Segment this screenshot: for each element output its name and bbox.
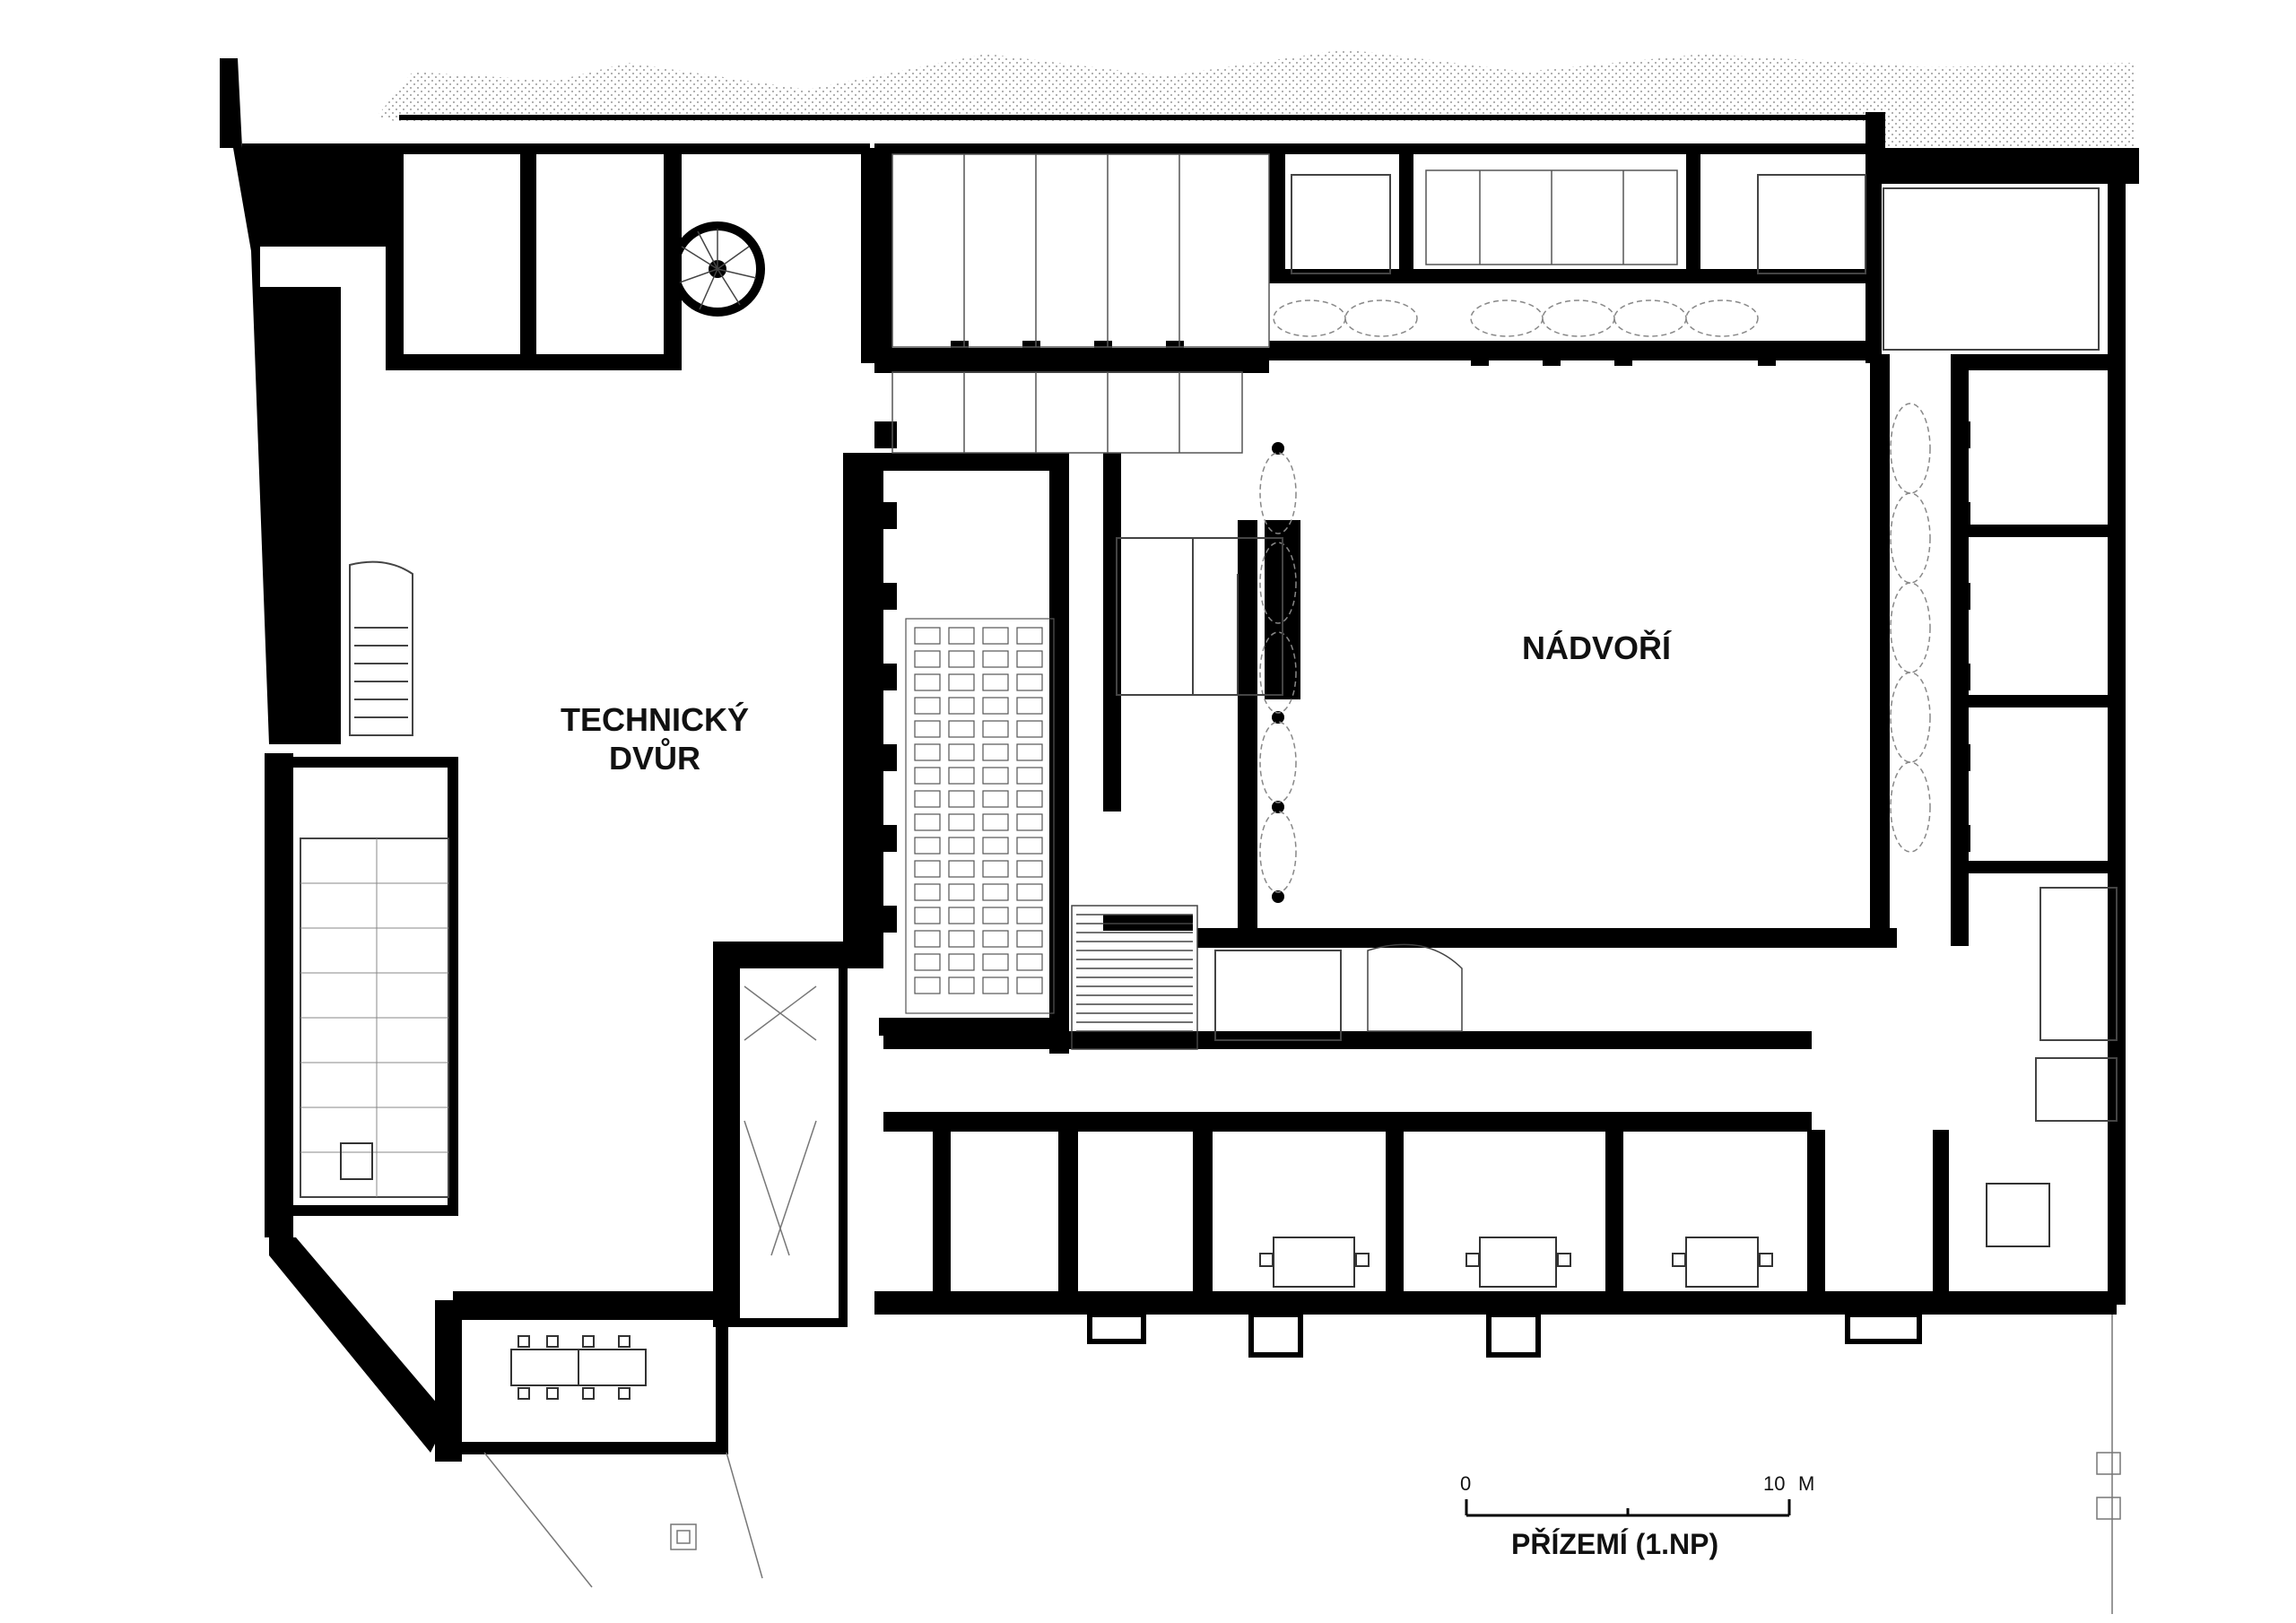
seat: [948, 907, 975, 924]
seat: [982, 790, 1009, 808]
seat: [982, 837, 1009, 855]
seat: [1016, 767, 1043, 785]
seat: [1016, 976, 1043, 994]
north-hall-lines: [891, 153, 1678, 454]
seat: [914, 976, 941, 994]
seat: [1016, 697, 1043, 715]
seat: [1016, 790, 1043, 808]
seat: [914, 860, 941, 878]
seat: [982, 720, 1009, 738]
seat: [1016, 860, 1043, 878]
seat: [914, 907, 941, 924]
spiral-stair: [670, 221, 765, 317]
arcade-piers: [874, 341, 1970, 933]
seat: [948, 883, 975, 901]
seat: [948, 697, 975, 715]
seat: [914, 767, 941, 785]
seat: [948, 930, 975, 948]
seat: [914, 790, 941, 808]
seat: [948, 976, 975, 994]
seat: [982, 860, 1009, 878]
seat: [948, 837, 975, 855]
seat: [982, 743, 1009, 761]
west-stair: [349, 560, 413, 736]
seat: [914, 697, 941, 715]
seat: [948, 813, 975, 831]
seat: [948, 743, 975, 761]
auditorium-seats: [905, 618, 1055, 1014]
technical-yard-label: DVŮR: [609, 736, 700, 777]
main-building-walls: [843, 151, 2126, 1315]
seat: [948, 790, 975, 808]
seat: [982, 650, 1009, 668]
seat: [982, 907, 1009, 924]
toilet-blocks: [1116, 174, 2118, 1122]
technical-yard-boundary: [386, 148, 883, 1327]
seat: [914, 743, 941, 761]
scale-start-label: 0: [1460, 1472, 1471, 1495]
central-stair: [1071, 905, 1463, 1050]
seat: [982, 767, 1009, 785]
seat: [982, 627, 1009, 645]
seat: [914, 930, 941, 948]
scale-bar: 0 10 M PŘÍZEMÍ (1.NP): [1460, 1472, 1814, 1560]
seat: [914, 883, 941, 901]
round-columns: [1272, 346, 1692, 903]
seat: [914, 627, 941, 645]
seat: [948, 650, 975, 668]
seat: [982, 697, 1009, 715]
seat: [914, 813, 941, 831]
seat: [948, 627, 975, 645]
seat: [982, 930, 1009, 948]
seat: [948, 860, 975, 878]
vault-lines: [1259, 299, 1931, 893]
seat: [948, 953, 975, 971]
north-outer-wall: [242, 112, 2139, 184]
courtyard-label: NÁDVOŘÍ: [1522, 629, 1672, 666]
seat: [1016, 813, 1043, 831]
entrance-passage: [713, 942, 848, 1327]
seat: [1016, 627, 1043, 645]
seat: [948, 720, 975, 738]
seat: [914, 720, 941, 738]
seat: [914, 673, 941, 691]
storage-block-west: [268, 757, 458, 1216]
south-offices: [1259, 1183, 2050, 1288]
seat: [982, 813, 1009, 831]
terrain-hatch: [377, 49, 2135, 148]
seat: [1016, 930, 1043, 948]
conference-annex: [447, 1307, 728, 1454]
seat: [914, 650, 941, 668]
seat: [1016, 650, 1043, 668]
seat: [982, 673, 1009, 691]
seat: [982, 953, 1009, 971]
seat: [1016, 720, 1043, 738]
scale-unit-label: M: [1798, 1472, 1814, 1495]
seat: [914, 953, 941, 971]
exterior-steps: [1087, 1312, 1922, 1358]
seat: [1016, 883, 1043, 901]
seat: [1016, 837, 1043, 855]
scale-end-label: 10: [1763, 1472, 1785, 1495]
seat: [948, 767, 975, 785]
technical-yard-label: TECHNICKÝ: [561, 701, 749, 738]
plan-title: PŘÍZEMÍ (1.NP): [1511, 1528, 1718, 1560]
seat: [982, 976, 1009, 994]
seat: [1016, 673, 1043, 691]
seat: [1016, 743, 1043, 761]
site-lines: [483, 1300, 2121, 1614]
seat: [1016, 953, 1043, 971]
seat: [982, 883, 1009, 901]
seat: [1016, 907, 1043, 924]
seat: [914, 837, 941, 855]
seat: [948, 673, 975, 691]
